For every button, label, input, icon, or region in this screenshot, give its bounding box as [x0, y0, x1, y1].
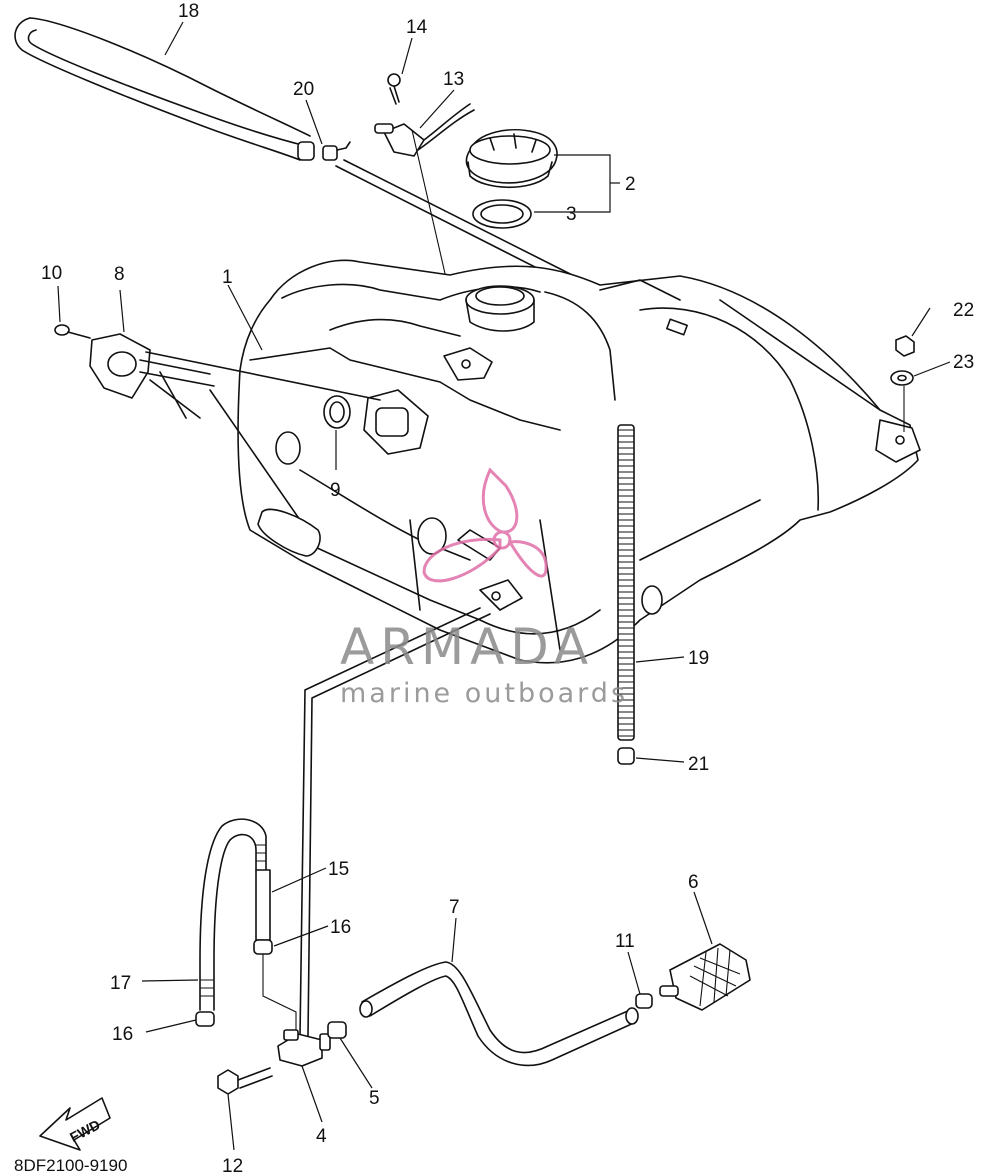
callout-13: 13 — [443, 69, 464, 90]
nut-22 — [895, 335, 915, 357]
fuel-filter-6 — [659, 943, 751, 1011]
vent-hose-18 — [14, 17, 315, 161]
breather-fitting-13 — [374, 103, 475, 157]
sending-unit-8 — [89, 333, 381, 557]
callout-1: 1 — [222, 267, 233, 288]
fuel-pipe-7 — [359, 961, 639, 1067]
fuel-tap-4 — [277, 1029, 331, 1067]
watermark-subtitle: marine outboards — [340, 678, 628, 709]
callout-19: 19 — [688, 648, 709, 669]
grommet-9 — [323, 395, 351, 429]
joint-5 — [327, 1021, 347, 1039]
callout-14: 14 — [406, 17, 428, 38]
callout-20: 20 — [293, 79, 314, 100]
corrugated-hose-19 — [617, 424, 635, 741]
callout-12: 12 — [222, 1156, 243, 1175]
callout-16-lower: 16 — [112, 1024, 133, 1045]
callout-23: 23 — [953, 352, 974, 373]
filler-cap-2 — [465, 128, 558, 189]
callout-15: 15 — [328, 859, 349, 880]
callout-9: 9 — [330, 480, 341, 501]
cap-21 — [617, 747, 635, 765]
hose-15 — [255, 869, 271, 941]
hose-17 — [199, 818, 267, 1011]
callout-21: 21 — [688, 754, 709, 775]
clamp-16-lower — [195, 1011, 215, 1027]
callout-10: 10 — [41, 263, 62, 284]
callout-17: 17 — [110, 973, 131, 994]
diagram-code: 8DF2100-9190 — [14, 1156, 127, 1175]
callout-5: 5 — [369, 1088, 380, 1109]
fwd-direction-arrow: FWD — [39, 1097, 111, 1151]
callout-numbers: 1 2 3 4 5 6 7 8 9 10 11 12 13 14 15 16 1… — [41, 1, 974, 1175]
screw-14 — [387, 73, 401, 105]
callout-2: 2 — [625, 174, 636, 195]
washer-23 — [890, 370, 914, 386]
clamp-20 — [322, 141, 351, 161]
callout-22: 22 — [953, 300, 974, 321]
callout-6: 6 — [688, 872, 699, 893]
gasket-3 — [472, 199, 532, 229]
armada-watermark: ARMADA marine outboards — [340, 467, 628, 709]
callout-7: 7 — [449, 897, 460, 918]
clip-11 — [635, 993, 653, 1009]
leader-lines — [57, 21, 951, 1151]
callout-4: 4 — [316, 1126, 327, 1147]
callout-16-upper: 16 — [330, 917, 351, 938]
bolt-12 — [217, 1067, 273, 1095]
callout-18: 18 — [178, 1, 199, 22]
screw-10 — [54, 324, 91, 339]
callout-8: 8 — [114, 264, 125, 285]
watermark-title: ARMADA — [340, 618, 594, 676]
propeller-logo-icon — [422, 467, 548, 583]
fuel-tank-1 — [237, 259, 921, 664]
callout-3: 3 — [566, 204, 577, 225]
callout-11: 11 — [615, 931, 635, 952]
clamp-16-upper — [253, 939, 273, 955]
